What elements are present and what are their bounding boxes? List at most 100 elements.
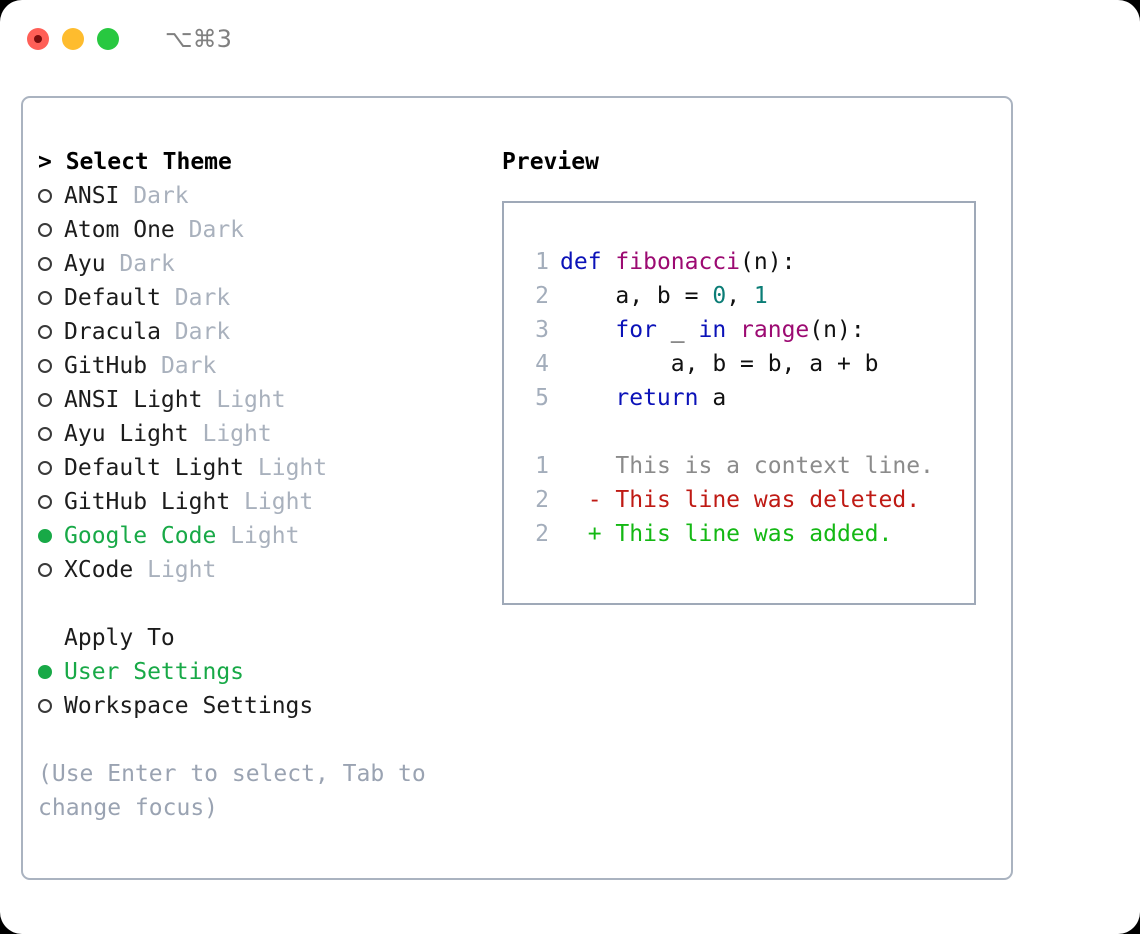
code-token: for	[615, 317, 657, 343]
radio-unselected-icon[interactable]	[38, 451, 64, 485]
theme-option-label: GitHub Light	[64, 489, 231, 515]
code-line-number: 1	[535, 249, 549, 275]
diff-line-number: 2	[535, 521, 549, 547]
radio-unselected-icon[interactable]	[38, 349, 64, 383]
radio-dot	[38, 563, 52, 577]
radio-dot	[38, 665, 52, 679]
radio-unselected-icon[interactable]	[38, 213, 64, 247]
code-token: return	[615, 385, 699, 411]
maximize-window-button[interactable]	[97, 28, 119, 50]
code-token: def	[560, 249, 602, 275]
theme-option-row[interactable]: GitHub Dark	[38, 349, 488, 383]
theme-option-row[interactable]: Ayu Light Light	[38, 417, 488, 451]
apply-to-option-row[interactable]: Workspace Settings	[38, 689, 488, 723]
radio-unselected-icon[interactable]	[38, 383, 64, 417]
close-window-button[interactable]	[27, 28, 49, 50]
radio-unselected-icon[interactable]	[38, 689, 64, 723]
diff-marker: -	[587, 487, 602, 513]
code-token: 0	[712, 283, 727, 309]
radio-dot	[38, 223, 52, 237]
code-token: fibonacci	[615, 249, 741, 275]
code-token: _	[656, 317, 699, 343]
theme-option-label: Ayu Light	[64, 421, 189, 447]
radio-unselected-icon[interactable]	[38, 179, 64, 213]
theme-option-category: Light	[216, 387, 286, 413]
radio-unselected-icon[interactable]	[38, 485, 64, 519]
radio-dot	[38, 699, 52, 713]
radio-unselected-icon[interactable]	[38, 315, 64, 349]
label-gap	[119, 183, 133, 209]
theme-option-row[interactable]: Ayu Dark	[38, 247, 488, 281]
theme-option-category: Light	[202, 421, 272, 447]
keyboard-shortcut-label: ⌥⌘3	[165, 25, 232, 53]
preview-heading: Preview	[502, 149, 599, 175]
apply-to-option-label: User Settings	[64, 659, 245, 685]
title-bar: ⌥⌘3	[0, 0, 1140, 78]
label-gap	[202, 387, 216, 413]
theme-option-category: Light	[230, 523, 300, 549]
radio-dot	[38, 257, 52, 271]
apply-to-option-row[interactable]: User Settings	[38, 655, 488, 689]
diff-text: This line was deleted.	[601, 487, 921, 513]
label-gap	[175, 217, 189, 243]
theme-option-label: Dracula	[64, 319, 161, 345]
theme-option-row[interactable]: Atom One Dark	[38, 213, 488, 247]
code-token	[726, 317, 740, 343]
radio-unselected-icon[interactable]	[38, 553, 64, 587]
theme-option-row[interactable]: Dracula Dark	[38, 315, 488, 349]
code-line-number: 2	[535, 283, 549, 309]
theme-option-label: Ayu	[64, 251, 106, 277]
theme-option-row[interactable]: Default Light Light	[38, 451, 488, 485]
theme-option-row[interactable]: Google Code Light	[38, 519, 488, 553]
radio-dot	[38, 529, 52, 543]
minimize-window-button[interactable]	[62, 28, 84, 50]
code-token	[602, 249, 616, 275]
theme-option-category: Dark	[188, 217, 245, 243]
code-diff-spacer	[521, 415, 974, 449]
diff-gutter-pad	[560, 487, 588, 513]
theme-option-category: Light	[257, 455, 328, 481]
code-indent	[560, 351, 671, 377]
theme-option-row[interactable]: ANSI Dark	[38, 179, 488, 213]
theme-option-label: Google Code	[64, 523, 217, 549]
radio-unselected-icon[interactable]	[38, 281, 64, 315]
theme-option-category: Dark	[119, 251, 175, 277]
radio-selected-icon[interactable]	[38, 655, 64, 689]
apply-to-heading-label: Apply To	[64, 625, 175, 651]
label-gap	[133, 557, 147, 583]
label-gap	[147, 353, 161, 379]
code-token: (n):	[809, 317, 865, 343]
code-token: 1	[753, 283, 768, 309]
apply-to-heading-gutter	[38, 621, 64, 655]
label-gap	[216, 523, 230, 549]
theme-option-label: Default	[64, 285, 161, 311]
theme-option-row[interactable]: GitHub Light Light	[38, 485, 488, 519]
radio-unselected-icon[interactable]	[38, 417, 64, 451]
radio-unselected-icon[interactable]	[38, 247, 64, 281]
code-token: ,	[726, 283, 754, 309]
theme-option-row[interactable]: ANSI Light Light	[38, 383, 488, 417]
code-line: 3 for _ in range(n):	[521, 313, 974, 347]
label-gap	[244, 455, 258, 481]
theme-option-row[interactable]: XCode Light	[38, 553, 488, 587]
code-line-number: 4	[535, 351, 549, 377]
diff-line-number: 2	[535, 487, 549, 513]
theme-option-category: Light	[147, 557, 217, 583]
theme-option-label: Atom One	[64, 217, 175, 243]
radio-dot	[38, 427, 52, 441]
code-token: a	[698, 385, 727, 411]
theme-option-row[interactable]: Default Dark	[38, 281, 488, 315]
apply-to-heading: Apply To	[38, 621, 488, 655]
code-token: a, b = b, a + b	[670, 351, 879, 377]
radio-selected-icon[interactable]	[38, 519, 64, 553]
theme-option-label: ANSI	[64, 183, 120, 209]
